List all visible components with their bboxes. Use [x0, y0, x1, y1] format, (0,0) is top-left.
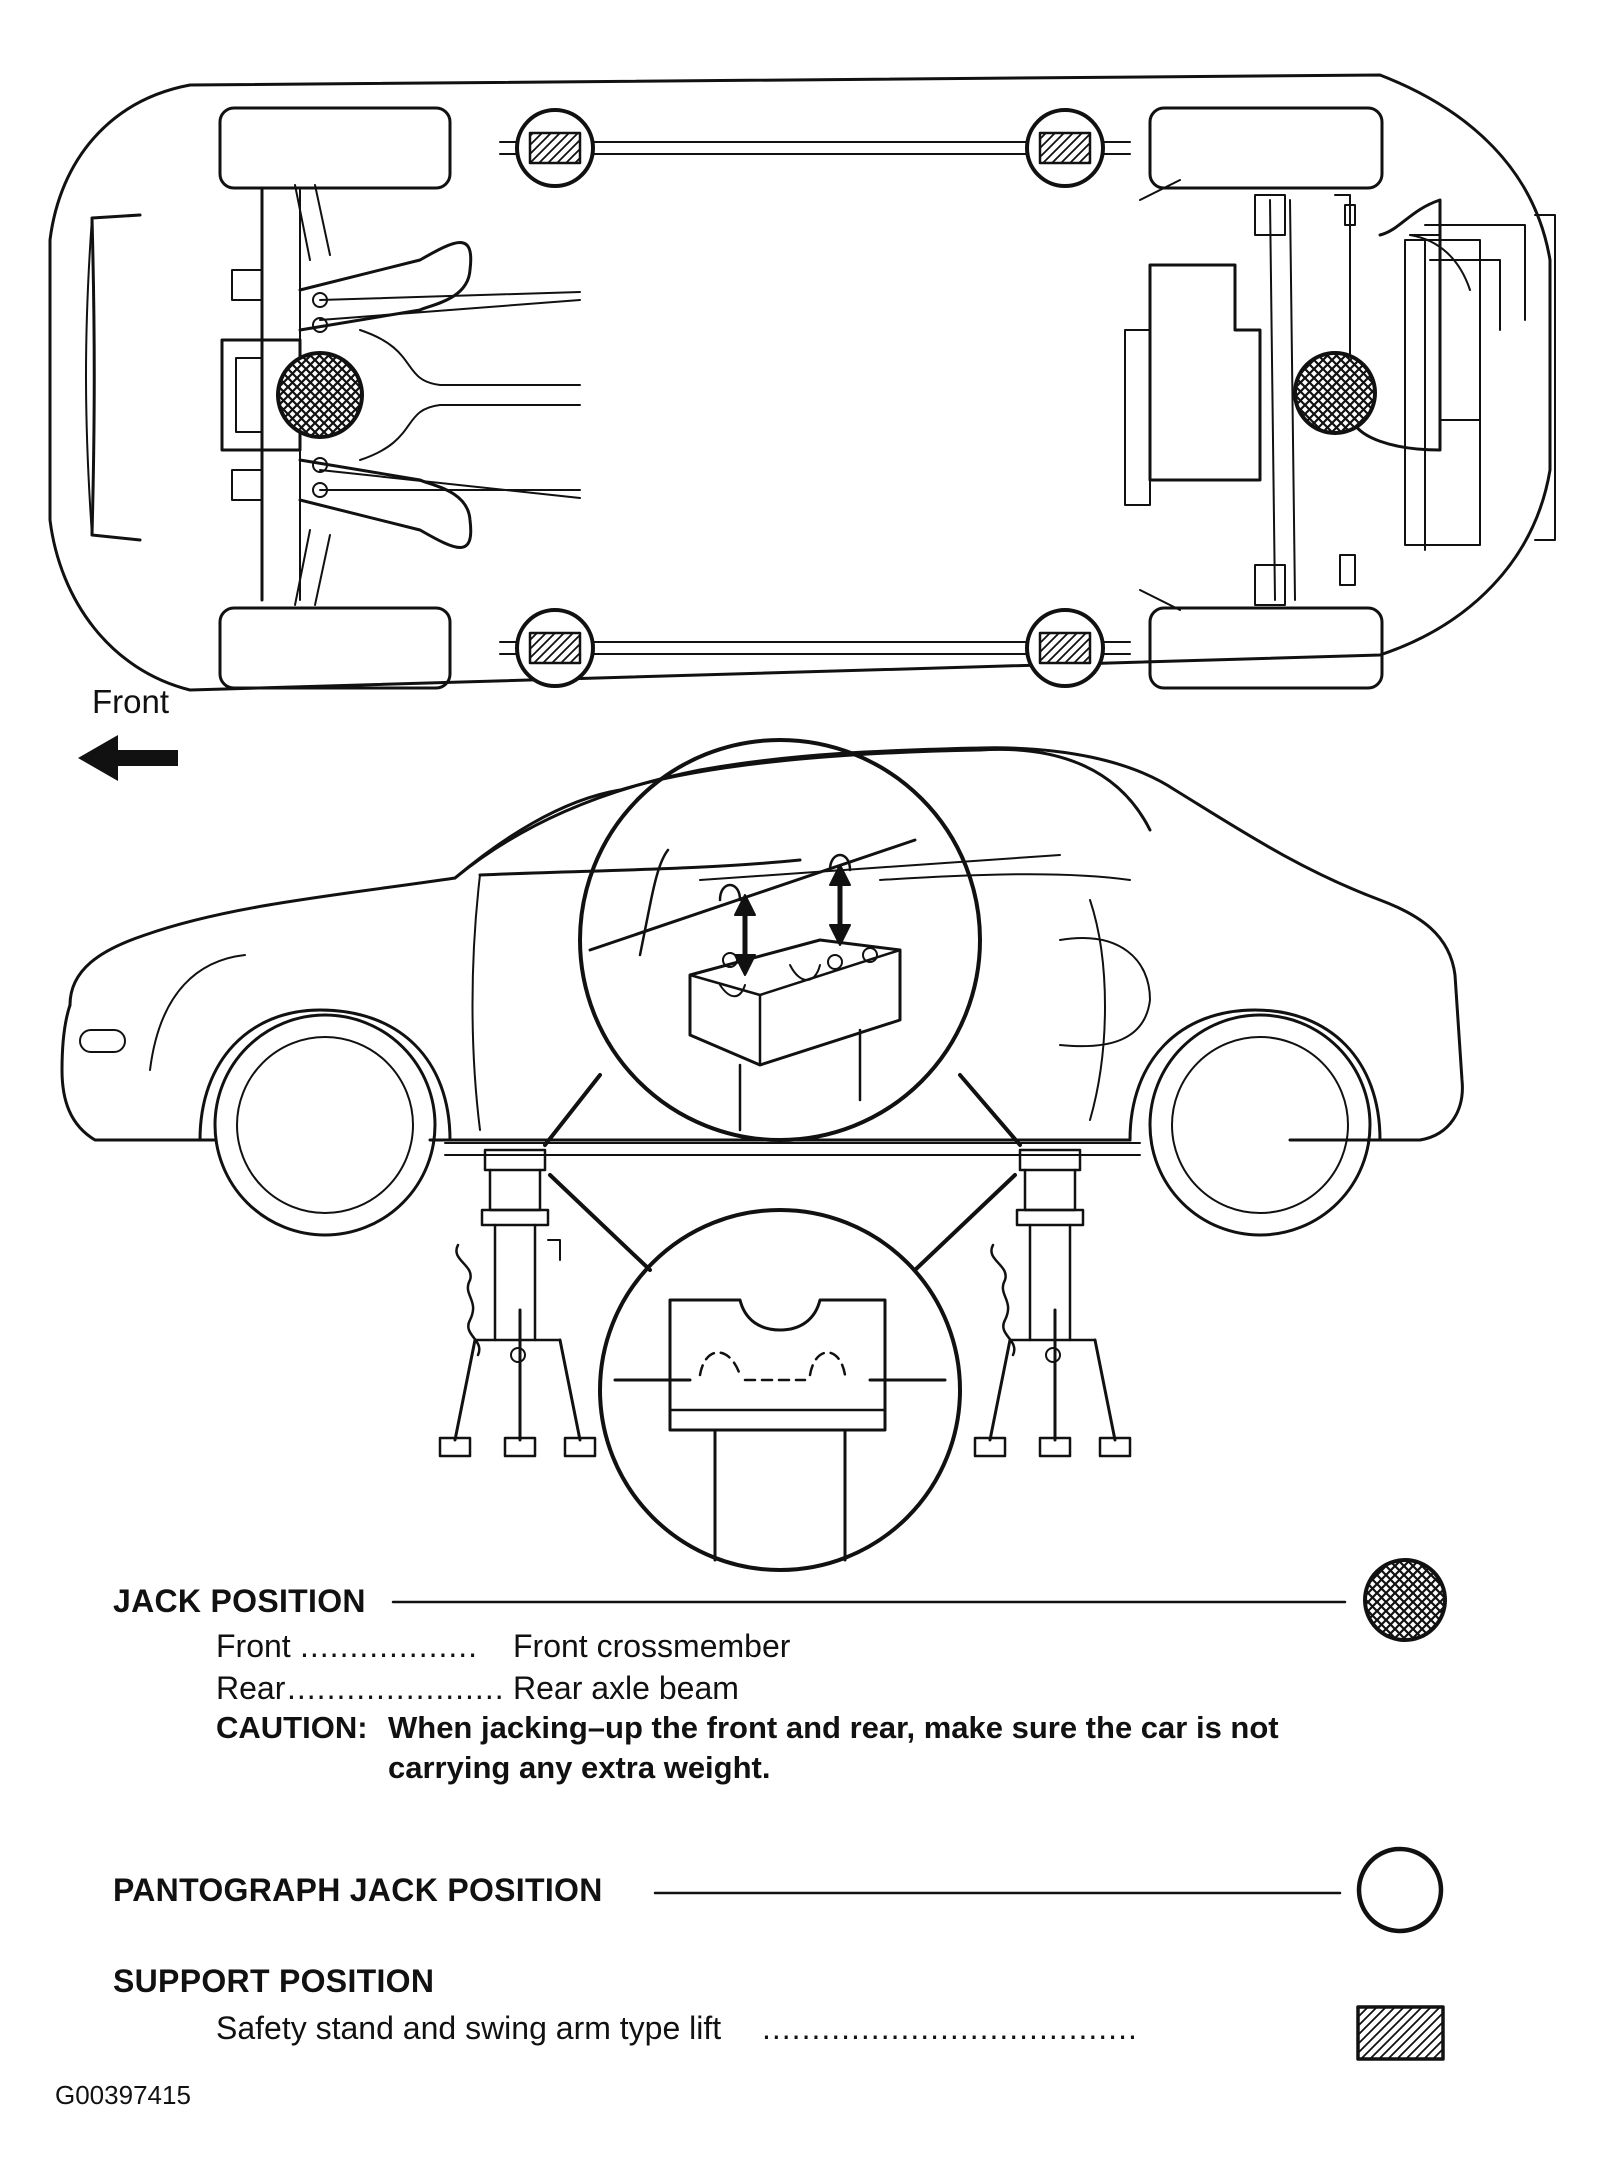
- caution-label: CAUTION:: [216, 1710, 368, 1745]
- jack-rear-value: Rear axle beam: [513, 1670, 739, 1706]
- jack-front-leader-dots: ..................: [300, 1628, 479, 1664]
- front-direction-arrow-icon: [78, 735, 178, 781]
- safety-stand-front: [438, 1148, 597, 1458]
- safety-stand-rear: [973, 1148, 1132, 1458]
- support-point-rear-left: [1025, 108, 1105, 188]
- support-point-front-right: [515, 608, 595, 688]
- caution-text-line2: carrying any extra weight.: [388, 1750, 771, 1785]
- jack-front-label: Front: [216, 1628, 291, 1664]
- jack-point-front-crossmember: [276, 351, 364, 439]
- car-underside-view: [48, 73, 1556, 692]
- legend-lines: [391, 1600, 1347, 1895]
- support-point-rear-right: [1025, 608, 1105, 688]
- jack-rear-leader-dots: ......................: [287, 1670, 505, 1706]
- jack-point-rear-axle-beam: [1293, 351, 1377, 435]
- support-position-item: Safety stand and swing arm type lift: [216, 2010, 722, 2046]
- jack-position-title: JACK POSITION: [113, 1583, 366, 1619]
- support-position-title: SUPPORT POSITION: [113, 1963, 435, 1999]
- detail-callout-support-position: [548, 1173, 1017, 1572]
- support-leader-dots: ......................................: [762, 2010, 1138, 2046]
- pantograph-jack-position-symbol-icon: [1356, 1846, 1444, 1934]
- jack-rear-label: Rear: [216, 1670, 286, 1706]
- support-position-symbol-icon: [1356, 2005, 1445, 2061]
- figure-id: G00397415: [55, 2080, 191, 2110]
- jack-position-symbol-icon: [1363, 1558, 1447, 1642]
- detail-callout-pantograph-jack: [543, 738, 1022, 1147]
- support-point-front-left: [515, 108, 595, 188]
- pantograph-jack-position-title: PANTOGRAPH JACK POSITION: [113, 1872, 603, 1908]
- jack-front-value: Front crossmember: [513, 1628, 791, 1664]
- caution-text-line1: When jacking–up the front and rear, make…: [388, 1710, 1279, 1745]
- front-direction-label: Front: [92, 683, 170, 720]
